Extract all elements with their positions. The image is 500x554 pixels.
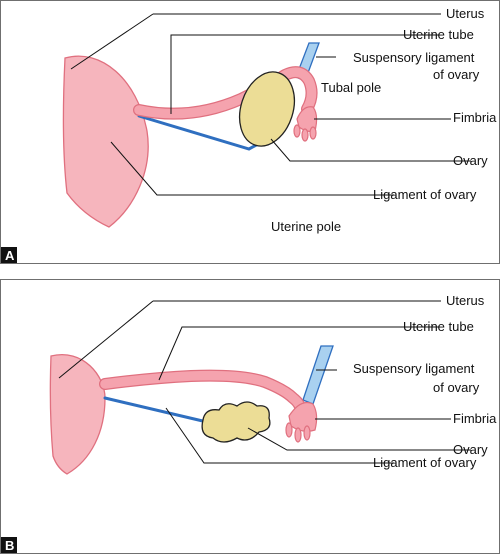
label-ligament-of-ovary: Ligament of ovary (373, 187, 477, 202)
panel-a-letter: A (5, 248, 15, 263)
panel-a: Uterus Uterine tube Suspensory ligament … (0, 0, 500, 264)
panel-b-letter-box (1, 537, 17, 553)
leader-ovary (247, 427, 471, 451)
label-suspensory-2: of ovary (433, 67, 480, 82)
label-uterine-tube: Uterine tube (403, 319, 474, 334)
label-fimbria: Fimbria (453, 411, 497, 426)
panel-a-illustration: Uterus Uterine tube Suspensory ligament … (1, 6, 497, 263)
panel-a-letter-box (1, 247, 17, 263)
label-ligament-of-ovary: Ligament of ovary (373, 455, 477, 470)
label-uterine-pole: Uterine pole (271, 219, 341, 234)
label-ovary: Ovary (453, 153, 488, 168)
ovarian-ligament-shape (103, 396, 209, 424)
label-tubal-pole: Tubal pole (321, 80, 381, 95)
leader-ovary (270, 138, 471, 162)
leader-uterine-tube (170, 34, 440, 114)
fimbria-shape (285, 401, 318, 443)
panel-b-illustration: Uterus Uterine tube Suspensory ligament … (1, 293, 497, 553)
uterus-shape (49, 353, 106, 475)
ovary-shape (201, 401, 271, 443)
panel-b-letter: B (5, 538, 14, 553)
leader-uterus (70, 13, 154, 70)
panel-b: Uterus Uterine tube Suspensory ligament … (0, 279, 500, 554)
label-fimbria: Fimbria (453, 110, 497, 125)
label-suspensory-2: of ovary (433, 380, 480, 395)
leader-uterus (58, 300, 154, 379)
label-uterus: Uterus (446, 293, 485, 308)
label-uterus: Uterus (446, 6, 485, 21)
ovary-shape (238, 71, 296, 147)
label-suspensory-1: Suspensory ligament (353, 50, 475, 65)
label-suspensory-1: Suspensory ligament (353, 361, 475, 376)
fimbria-shape (293, 106, 318, 142)
leader-ligament (165, 407, 394, 464)
leader-uterine-tube (158, 326, 440, 381)
label-uterine-tube: Uterine tube (403, 27, 474, 42)
suspensory-ligament-shape (302, 345, 334, 405)
label-ovary: Ovary (453, 442, 488, 457)
uterus-shape (62, 55, 149, 228)
leader-ligament (110, 141, 394, 196)
